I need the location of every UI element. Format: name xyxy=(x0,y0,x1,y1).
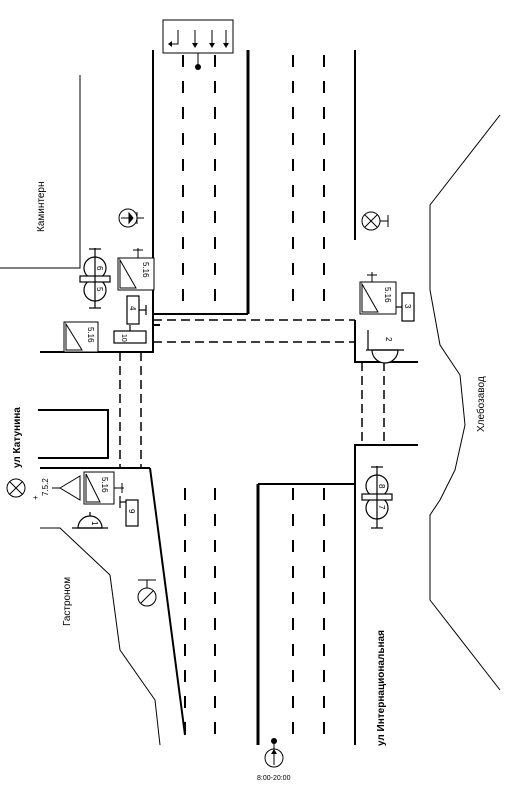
pedestrian-button-3 xyxy=(396,292,415,322)
no-entry-sign-left xyxy=(6,478,26,498)
sign-752-label: 7.5.2 xyxy=(41,478,50,496)
traffic-light-7-8 xyxy=(361,466,393,529)
khlebozavod-outline xyxy=(429,114,501,691)
katunina-block xyxy=(38,409,109,459)
sign-752-plus: + xyxy=(31,495,40,500)
east-lower-corner xyxy=(354,444,418,745)
no-stop-sign xyxy=(137,579,157,607)
pedestrian-signal-1 xyxy=(72,512,108,529)
signal-516-east xyxy=(359,272,397,315)
building-outlines xyxy=(0,75,501,746)
crosswalks xyxy=(119,319,385,468)
signal-7-label: 7 xyxy=(377,505,386,510)
sign-516-south-label: 5.16 xyxy=(100,477,109,493)
sign-516-east-label: 5.16 xyxy=(383,287,392,303)
pedestrian-button-9 xyxy=(119,496,139,527)
signal-5-label: 5 xyxy=(95,287,104,292)
no-entry-sign xyxy=(361,211,389,231)
time-plate: 8:00-20:00 xyxy=(257,775,291,782)
label-gastronom: Гастроном xyxy=(62,577,73,626)
pedestrian-button-10 xyxy=(113,325,147,344)
label-kaminter: Каминтерн xyxy=(36,182,47,232)
signal-9-label: 9 xyxy=(127,509,136,514)
gastronom-outline xyxy=(40,527,161,746)
time-arrow-sign xyxy=(264,738,284,768)
signal-10-label: 10 xyxy=(120,334,127,342)
sign-752 xyxy=(52,475,81,501)
signal-3-label: 3 xyxy=(403,304,412,309)
signal-516-south xyxy=(83,471,124,505)
signal-516-west xyxy=(63,321,99,353)
pedestrian-button-4 xyxy=(126,295,147,325)
sign-516-west-label: 5.16 xyxy=(86,327,95,343)
signal-8-label: 8 xyxy=(377,484,386,489)
label-internatsionalnaya: ул Интернациональная xyxy=(376,630,387,746)
lane-markings xyxy=(182,55,325,740)
traffic-light-5-6 xyxy=(79,248,111,309)
signal-6-label: 6 xyxy=(95,266,104,271)
signal-516-north xyxy=(117,248,155,291)
pedestrian-signal-2 xyxy=(366,330,404,364)
road-edges xyxy=(38,50,418,745)
lane-direction-sign xyxy=(162,19,234,70)
signal-4-label: 4 xyxy=(128,306,137,311)
sign-516-north-label: 5.16 xyxy=(141,262,150,278)
signal-2-label: 2 xyxy=(384,337,393,342)
kaminter-outline xyxy=(0,75,81,269)
signal-1-label: 1 xyxy=(90,521,99,526)
ring-sign-left xyxy=(118,208,144,228)
label-katunina: ул Катунина xyxy=(12,407,23,468)
south-west-edge xyxy=(149,467,186,736)
east-upper-corner xyxy=(354,320,418,363)
label-khlebozavod: Хлебозавод xyxy=(475,376,487,432)
